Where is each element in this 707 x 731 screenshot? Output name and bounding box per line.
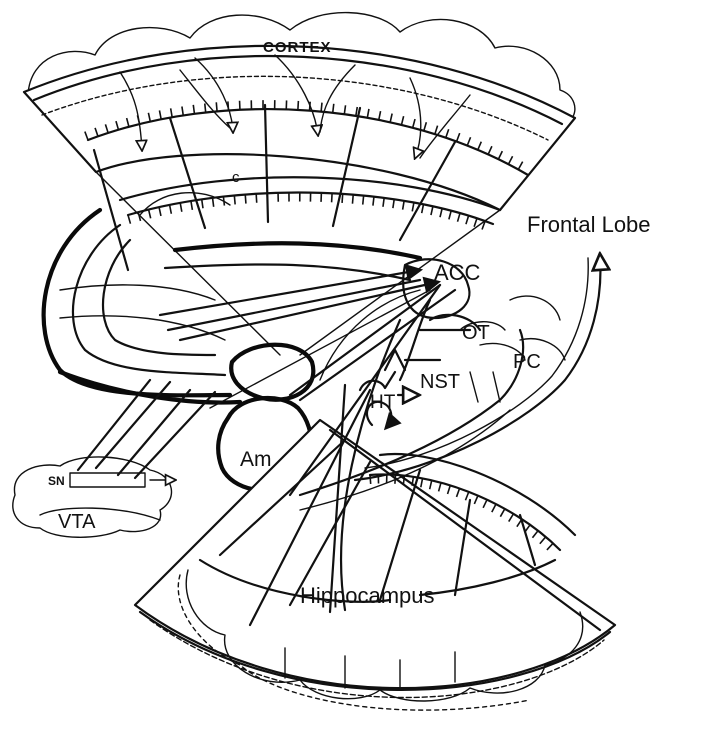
vta-label: VTA (58, 511, 96, 533)
hatch-tick (431, 206, 433, 215)
hatch-tick (393, 199, 394, 208)
hatch-tick (333, 104, 334, 113)
upper-cortex-fan (24, 46, 575, 355)
hatch-tick (412, 202, 414, 211)
hatch-tick (422, 204, 424, 213)
hatch-tick (202, 199, 203, 208)
acc-label: ACC (434, 260, 481, 285)
hatch-tick (483, 500, 487, 508)
hatch-tick (216, 102, 217, 111)
c-label: c (232, 169, 240, 186)
cortex-label: CORTEX (263, 39, 332, 56)
hatch-tick (191, 201, 192, 210)
hatch-tick (159, 207, 161, 216)
hatch-tick (500, 509, 504, 517)
hatch-tick (180, 203, 182, 212)
hatch-tick (193, 105, 194, 114)
hatch-tick (321, 103, 322, 112)
ot-label: OT (462, 322, 490, 344)
hatch-tick (245, 195, 246, 204)
lower-hippocampus-fan (135, 420, 615, 698)
hatch-tick (342, 194, 343, 203)
hatch-tick (458, 213, 460, 222)
ht-label: HT (370, 392, 396, 413)
hatch-tick (213, 198, 214, 207)
hatch-tick (430, 480, 432, 489)
hatch-tick (509, 514, 514, 522)
hatch-tick (205, 104, 206, 113)
hatch-tick (440, 208, 442, 217)
hatch-tick (421, 478, 423, 487)
hippocampus-label: Hippocampus (300, 583, 435, 608)
hatch-tick (449, 211, 451, 220)
hatch-tick (474, 218, 477, 227)
hatch-tick (370, 475, 371, 484)
hatch-tick (128, 215, 130, 224)
hatch-tick (298, 101, 299, 110)
hatch-tick (234, 195, 235, 204)
ot-pc-region (460, 296, 565, 402)
hatch-tick (540, 537, 546, 544)
hatch-tick (439, 483, 441, 492)
hatch-tick (363, 196, 364, 205)
hatch-tick (403, 476, 404, 485)
hatch-tick (474, 496, 478, 504)
hatch-tick (466, 216, 469, 225)
pc-label: PC (513, 351, 541, 373)
sn-label: SN (48, 474, 65, 488)
frontal-lobe-label: Frontal Lobe (527, 212, 651, 237)
hatch-tick (383, 198, 384, 207)
hatch-tick (547, 543, 553, 550)
hatch-tick (532, 531, 538, 538)
hatch-tick (373, 197, 374, 206)
hatch-tick (457, 488, 460, 496)
hatch-tick (256, 194, 257, 203)
hatch-tick (448, 485, 451, 494)
hatch-tick (352, 195, 353, 204)
hatch-tick (170, 205, 172, 214)
am-label: Am (240, 448, 272, 471)
hatch-tick (149, 210, 151, 219)
hatch-tick (403, 201, 404, 210)
nst-label: NST (420, 371, 460, 393)
hatch-tick (492, 504, 496, 512)
hatch-tick (465, 492, 468, 500)
